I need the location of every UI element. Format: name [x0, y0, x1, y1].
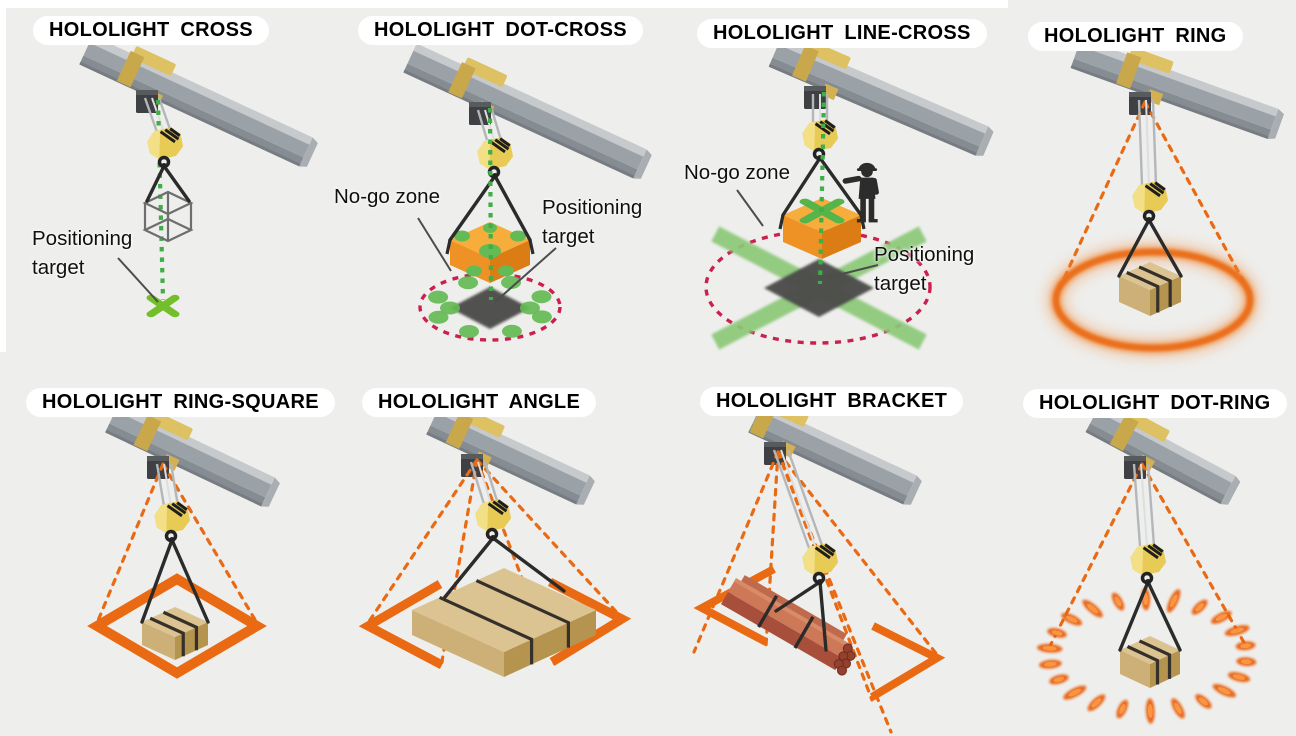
floor-green-dots — [428, 276, 552, 338]
crane-scene — [403, 43, 652, 342]
light-angle-brackets — [358, 577, 632, 669]
pointer-line — [736, 189, 764, 227]
crane-illustration-angle — [324, 368, 648, 736]
hoist-cables — [772, 449, 825, 549]
crane-scene — [358, 405, 632, 677]
trolley-clamp — [1128, 47, 1174, 74]
crane-beam — [426, 405, 595, 505]
hoist-cables — [1137, 99, 1158, 186]
panel-title-badge: HOLOLIGHT LINE-CROSS — [697, 19, 987, 48]
cross-mark — [146, 294, 180, 318]
hook-icon — [475, 499, 512, 541]
panel-title-badge: HOLOLIGHT DOT-RING — [1023, 389, 1287, 418]
hoist-cables — [1132, 463, 1156, 547]
panel-hololight-angle: HOLOLIGHT ANGLE — [324, 368, 648, 736]
load-crate — [412, 568, 596, 677]
pointer-line — [825, 264, 879, 279]
hoist-cables — [811, 94, 829, 122]
crane-beam — [1085, 403, 1241, 505]
panel-hololight-dot-ring: HOLOLIGHT DOT-RING — [972, 368, 1296, 736]
worker-icon — [842, 162, 879, 223]
load-straps — [438, 579, 570, 665]
hook-icon — [477, 137, 514, 179]
light-ring — [1045, 241, 1261, 359]
annotation-no-go-zone: No-go zone — [334, 185, 440, 208]
crane-scene — [79, 35, 318, 318]
hook-icon — [147, 127, 184, 169]
laser-line — [487, 107, 494, 301]
load-pipe-bundle — [721, 575, 856, 676]
crane-beam — [1070, 37, 1284, 140]
pointer-line — [417, 217, 452, 272]
hook-icon — [1130, 543, 1167, 585]
panel-hololight-bracket: HOLOLIGHT BRACKET — [648, 368, 972, 736]
crane-beam — [768, 37, 994, 156]
panel-hololight-line-cross: HOLOLIGHT LINE-CROSS No-go zone Position… — [648, 0, 994, 368]
pointer-line — [494, 247, 557, 303]
panel-title-badge: HOLOLIGHT RING-SQUARE — [26, 388, 335, 417]
positioning-target-marker — [450, 287, 530, 329]
crane-scene — [704, 37, 994, 350]
crane-illustration-dot-cross — [324, 0, 652, 368]
load-straps — [149, 610, 199, 657]
panel-title-badge: HOLOLIGHT CROSS — [33, 16, 269, 45]
panel-title-badge: HOLOLIGHT DOT-CROSS — [358, 16, 643, 45]
panel-hololight-cross: HOLOLIGHT CROSS Positioning target — [0, 0, 324, 368]
hook-icon — [1132, 181, 1169, 223]
trolley-clamp — [148, 410, 193, 440]
box-green-dots — [454, 223, 526, 277]
page-margin-top — [0, 0, 1008, 8]
crane-illustration-ring — [972, 0, 1296, 368]
crane-beam — [79, 35, 318, 167]
no-go-ellipse — [704, 229, 932, 345]
panel-title-badge: HOLOLIGHT RING — [1028, 22, 1243, 51]
hoist-cables — [469, 461, 500, 505]
hook-icon — [802, 543, 839, 585]
crane-scene — [1045, 37, 1284, 359]
pointer-line — [117, 257, 159, 303]
hook-icon — [802, 119, 839, 161]
annotation-positioning-target: Positioning target — [542, 196, 643, 248]
annotation-positioning-target: Positioning target — [874, 243, 975, 295]
load-straps — [1126, 265, 1172, 313]
projection-rays — [95, 462, 259, 625]
wireframe-cube — [142, 190, 194, 243]
panel-title-badge: HOLOLIGHT BRACKET — [700, 387, 964, 416]
crane-scene — [1036, 403, 1257, 724]
crane-illustration-bracket — [648, 368, 972, 736]
crane-beam — [105, 403, 280, 507]
crane-beam — [403, 43, 652, 179]
trolley-clamp — [1125, 410, 1170, 442]
crane-scene — [692, 397, 946, 734]
panel-hololight-dot-cross: HOLOLIGHT DOT-CROSS No-go zone Positioni… — [324, 0, 652, 368]
panel-hololight-ring: HOLOLIGHT RING — [972, 0, 1296, 368]
trolley-clamp — [462, 57, 507, 87]
page-margin-left — [0, 0, 6, 352]
annotation-positioning-target: Positioning target — [32, 227, 133, 279]
light-dot-ring — [1036, 587, 1257, 724]
crane-illustration-ring-square — [0, 368, 324, 736]
panel-hololight-ring-square: HOLOLIGHT RING-SQUARE — [0, 368, 335, 736]
laser-line — [817, 91, 827, 285]
trolley-clamp — [131, 46, 176, 76]
hoist-cables — [476, 109, 503, 141]
hook-icon — [154, 501, 191, 543]
crane-illustration-dot-ring — [972, 368, 1296, 736]
crane-illustration-line-cross — [648, 0, 994, 368]
load-tan-box — [1120, 636, 1180, 688]
crane-illustration-cross — [0, 0, 324, 368]
projection-rays — [366, 458, 623, 669]
load-tan-box — [142, 607, 208, 660]
crane-scene — [87, 403, 280, 679]
load-straps — [1126, 639, 1172, 685]
annotation-no-go-zone: No-go zone — [684, 161, 790, 184]
hoist-cables — [155, 463, 180, 507]
panel-title-badge: HOLOLIGHT ANGLE — [362, 388, 597, 417]
